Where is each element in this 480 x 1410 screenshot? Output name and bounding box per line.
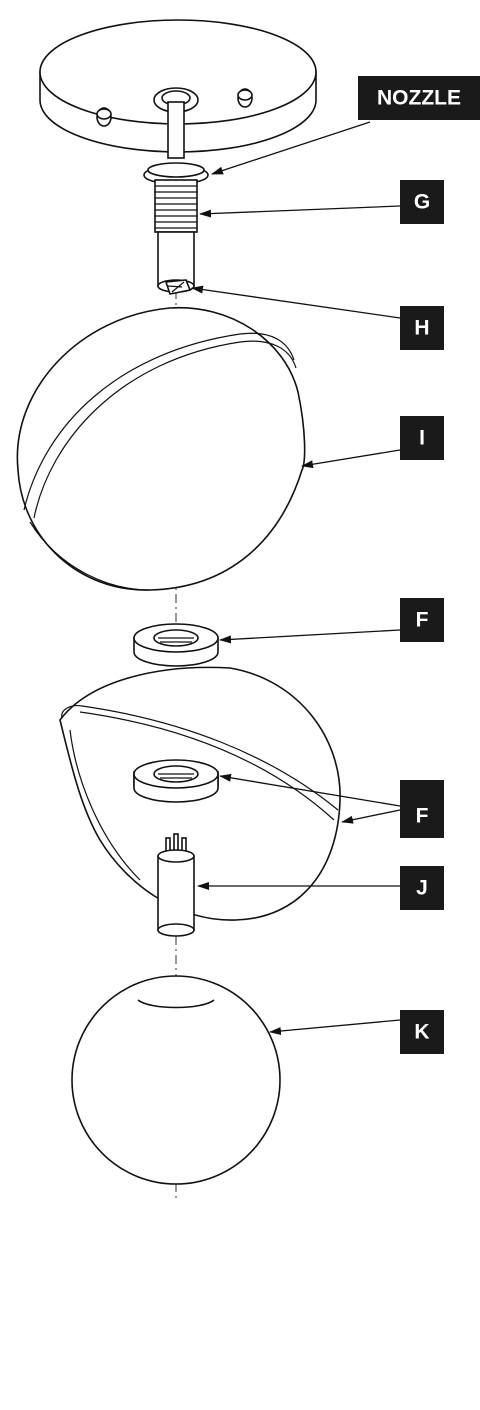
label-g-text: G <box>414 191 430 214</box>
label-k: K <box>400 1010 444 1054</box>
threaded-pipe-part <box>154 179 198 293</box>
label-nozzle-text: NOZZLE <box>377 87 461 110</box>
leader-f-lower-real <box>219 773 401 807</box>
leader-nozzle <box>211 121 371 175</box>
label-j: J <box>400 866 444 910</box>
leader-i-lower <box>341 809 401 824</box>
leader-k <box>269 1019 401 1035</box>
leader-h <box>191 285 401 319</box>
label-nozzle: NOZZLE <box>358 76 480 120</box>
nozzle-part <box>143 101 209 185</box>
label-i-upper: I <box>400 416 444 460</box>
canopy-part <box>39 19 317 153</box>
upper-ring-part <box>133 623 219 667</box>
label-g: G <box>400 180 444 224</box>
label-k-text: K <box>414 1021 429 1044</box>
clip-nut-part <box>164 279 192 295</box>
leader-i-upper <box>301 449 401 469</box>
leader-g <box>199 205 401 218</box>
label-f-lower-real: F <box>400 794 444 838</box>
lower-ring-part-real <box>133 759 219 803</box>
leader-f-upper <box>219 629 401 644</box>
label-h-text: H <box>414 317 429 340</box>
label-i-upper-text: I <box>419 427 425 450</box>
upper-shade-part <box>16 306 306 591</box>
label-h: H <box>400 306 444 350</box>
label-f-upper-text: F <box>416 609 429 632</box>
label-f-upper: F <box>400 598 444 642</box>
label-f-lower-text: F <box>416 805 429 828</box>
label-j-text: J <box>416 877 428 900</box>
globe-part <box>71 975 281 1185</box>
socket-part <box>157 833 195 937</box>
